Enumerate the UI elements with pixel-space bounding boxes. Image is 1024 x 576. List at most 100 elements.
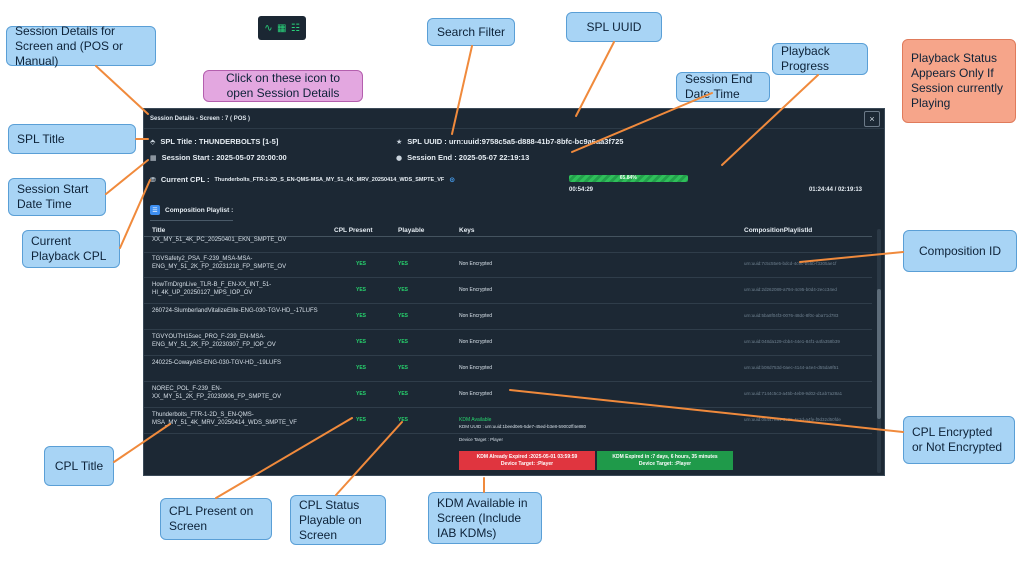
table-row[interactable]: XX_MY_51_4K_PC_20250401_EKN_SMPTE_OV [144,237,872,253]
table-row[interactable]: TGVSafety2_PSA_F-239_MSA-MSA-ENG_MY_51_2… [144,253,872,278]
modal-header: Session Details - Screen : 7 ( POS ) × [144,109,884,129]
cell-keys: Non Encrypted [459,339,493,345]
cell-title: XX_MY_51_4K_PC_20250401_EKN_SMPTE_OV [152,237,287,243]
pulse-icon[interactable]: ∿ [264,22,273,34]
callout-spl-uuid: SPL UUID [566,12,662,42]
callout-cpl-status: CPL Status Playable on Screen [290,495,386,545]
cell-keys: Non Encrypted [459,261,493,267]
info-icon[interactable]: ⊙ [449,175,456,184]
cell-cpl-id: urn:uuid:2d262089-a794-4c95-b0d4-2ecc34e… [744,287,837,292]
session-icons-strip[interactable]: ∿ ▦ ☷ [258,16,306,40]
session-end-row: ● Session End : 2025-05-07 22:19:13 [396,153,529,162]
kdm-uuid: KDM UUID : urn:uuid:1beed0e5-5de7-45ed-b… [459,424,587,429]
cell-title: TGVSafety2_PSA_F-239_MSA-MSA-ENG_MY_51_2… [152,256,287,270]
table-scrollbar[interactable] [877,229,881,473]
playlist-icon: ☰ [150,205,160,215]
composition-playlist-header: ☰ Composition Playlist : [150,205,234,221]
cell-keys: KDM Available [459,417,492,423]
col-cpl-id[interactable]: CompositionPlaylistId [744,227,813,234]
callout-session-end: Session End Date Time [676,72,770,102]
arrow-session-start [105,159,149,195]
table-header: Title CPL Present Playable Keys Composit… [144,225,872,237]
grid-icon[interactable]: ▦ [276,22,287,34]
composition-playlist-label: Composition Playlist : [165,206,234,214]
session-end: Session End : 2025-05-07 22:19:13 [407,153,530,162]
callout-kdm-available: KDM Available in Screen (Include IAB KDM… [428,492,542,544]
tag-icon: ⬘ [150,137,156,146]
cell-keys: Non Encrypted [459,287,493,293]
session-start: Session Start : 2025-05-07 20:00:00 [161,153,287,162]
cell-title: 260724-SlumberlandVitalizeElite-ENG-030-… [152,308,318,314]
cell-cpl-id: urn:uuid:7c5c55e5-bdcd-4c9c-b55b-f3305ae… [744,261,837,266]
current-cpl-value: Thunderbolts_FTR-1-2D_S_EN-QMS-MSA_MY_51… [214,176,445,183]
star-icon: ★ [396,137,403,146]
table-row[interactable]: HowTrnDrgnLive_TLR-B_F_EN-XX_INT_51-HI_4… [144,279,872,304]
cell-title: TGVYOUTH15sec_PRO_F-239_EN-MSA-ENG_MY_51… [152,334,276,348]
kdm-valid-text: KDM Expired in :7 days, 6 hours, 35 minu… [612,454,718,460]
col-playable[interactable]: Playable [398,227,425,234]
progress-total: 01:24:44 / 02:19:13 [808,187,862,193]
cell-playable: YES [398,391,409,397]
cell-cpl-present: YES [356,287,367,293]
cell-playable: YES [398,417,409,423]
spl-uuid-row: ★ SPL UUID : urn:uuid:9758c5a5-d888-41b7… [396,137,623,146]
callout-click-icon: Click on these icon to open Session Deta… [203,70,363,102]
film-icon: ⛃ [150,175,156,184]
arrow-session-details [95,65,149,115]
cell-cpl-present: YES [356,339,367,345]
col-cpl-present[interactable]: CPL Present [334,227,373,234]
cell-keys: Non Encrypted [459,313,493,319]
spl-title: SPL Title : THUNDERBOLTS [1-5] [160,137,279,146]
callout-session-details: Session Details for Screen and (POS or M… [6,24,156,68]
cell-cpl-id: urn:uuid:05447ea1-3c25-4c2d-a4fe-f9d32d5… [744,417,841,422]
table-row[interactable]: TGVYOUTH15sec_PRO_F-239_EN-MSA-ENG_MY_51… [144,331,872,356]
cell-playable: YES [398,287,409,293]
spl-uuid: SPL UUID : urn:uuid:9758c5a5-d888-41b7-8… [407,137,624,146]
spl-title-row: ⬘ SPL Title : THUNDERBOLTS [1-5] [150,137,278,146]
current-cpl-label: Current CPL : [160,175,210,184]
cell-cpl-id: urn:uuid:b08d753d-0aec-4144-a4e4-d55da9f… [744,365,839,370]
col-title[interactable]: Title [152,227,166,234]
cell-cpl-id: urn:uuid:7144c5c3-a45b-4eb9-9d02-d1ab7a2… [744,391,843,396]
scroll-thumb[interactable] [877,289,881,419]
callout-playback-progress: Playback Progress [772,43,868,75]
current-cpl-row: ⛃ Current CPL : Thunderbolts_FTR-1-2D_S_… [150,175,455,184]
callout-spl-title: SPL Title [8,124,136,154]
callout-composition-id: Composition ID [903,230,1017,272]
kdm-device-target: Device Target : Player [459,437,503,442]
callout-cpl-title: CPL Title [44,446,114,486]
callout-session-start: Session Start Date Time [8,178,106,216]
calendar-icon: ▦ [150,153,157,162]
cell-title: NOREC_POL_F-239_EN-XX_MY_51_2K_FP_202309… [152,386,282,400]
kdm-valid-badge: KDM Expired in :7 days, 6 hours, 35 minu… [597,451,733,470]
table-row[interactable]: Thunderbolts_FTR-1-2D_S_EN-QMS-MSA_MY_51… [144,409,872,434]
callout-current-cpl: Current Playback CPL [22,230,120,268]
kdm-expired-text: KDM Already Expired :2025-05-01 03:59:59 [476,454,578,460]
cell-title: Thunderbolts_FTR-1-2D_S_EN-QMS-MSA_MY_51… [152,412,297,426]
session-details-modal: Session Details - Screen : 7 ( POS ) × ⬘… [143,108,885,476]
cell-playable: YES [398,313,409,319]
cell-cpl-present: YES [356,391,367,397]
table-row[interactable]: 260724-SlumberlandVitalizeElite-ENG-030-… [144,305,872,330]
progress-bar: 65.84% [569,175,688,182]
cell-playable: YES [398,261,409,267]
cell-cpl-id: urn:uuid:5ba8f04f3-0076-48dc-8f0c-aba71d… [744,313,839,318]
callout-cpl-encrypted: CPL Encrypted or Not Encrypted [903,416,1015,464]
table-row[interactable]: NOREC_POL_F-239_EN-XX_MY_51_2K_FP_202309… [144,383,872,408]
modal-title: Session Details - Screen : 7 ( POS ) [150,115,251,122]
cell-playable: YES [398,339,409,345]
list-icon[interactable]: ☷ [290,22,300,34]
col-keys[interactable]: Keys [459,227,475,234]
playback-progress: 65.84% [569,175,749,182]
close-button[interactable]: × [864,110,880,127]
progress-elapsed: 00:54:29 [569,187,594,193]
cell-title: HowTrnDrgnLive_TLR-B_F_EN-XX_INT_51-HI_4… [152,282,272,296]
session-start-row: ▦ Session Start : 2025-05-07 20:00:00 [150,153,287,162]
arrow-spl-uuid [575,41,615,117]
cell-keys: Non Encrypted [459,391,493,397]
cell-keys: Non Encrypted [459,365,493,371]
cell-cpl-present: YES [356,261,367,267]
kdm-valid-target: Device Target: :Player [638,460,692,467]
cell-cpl-present: YES [356,313,367,319]
